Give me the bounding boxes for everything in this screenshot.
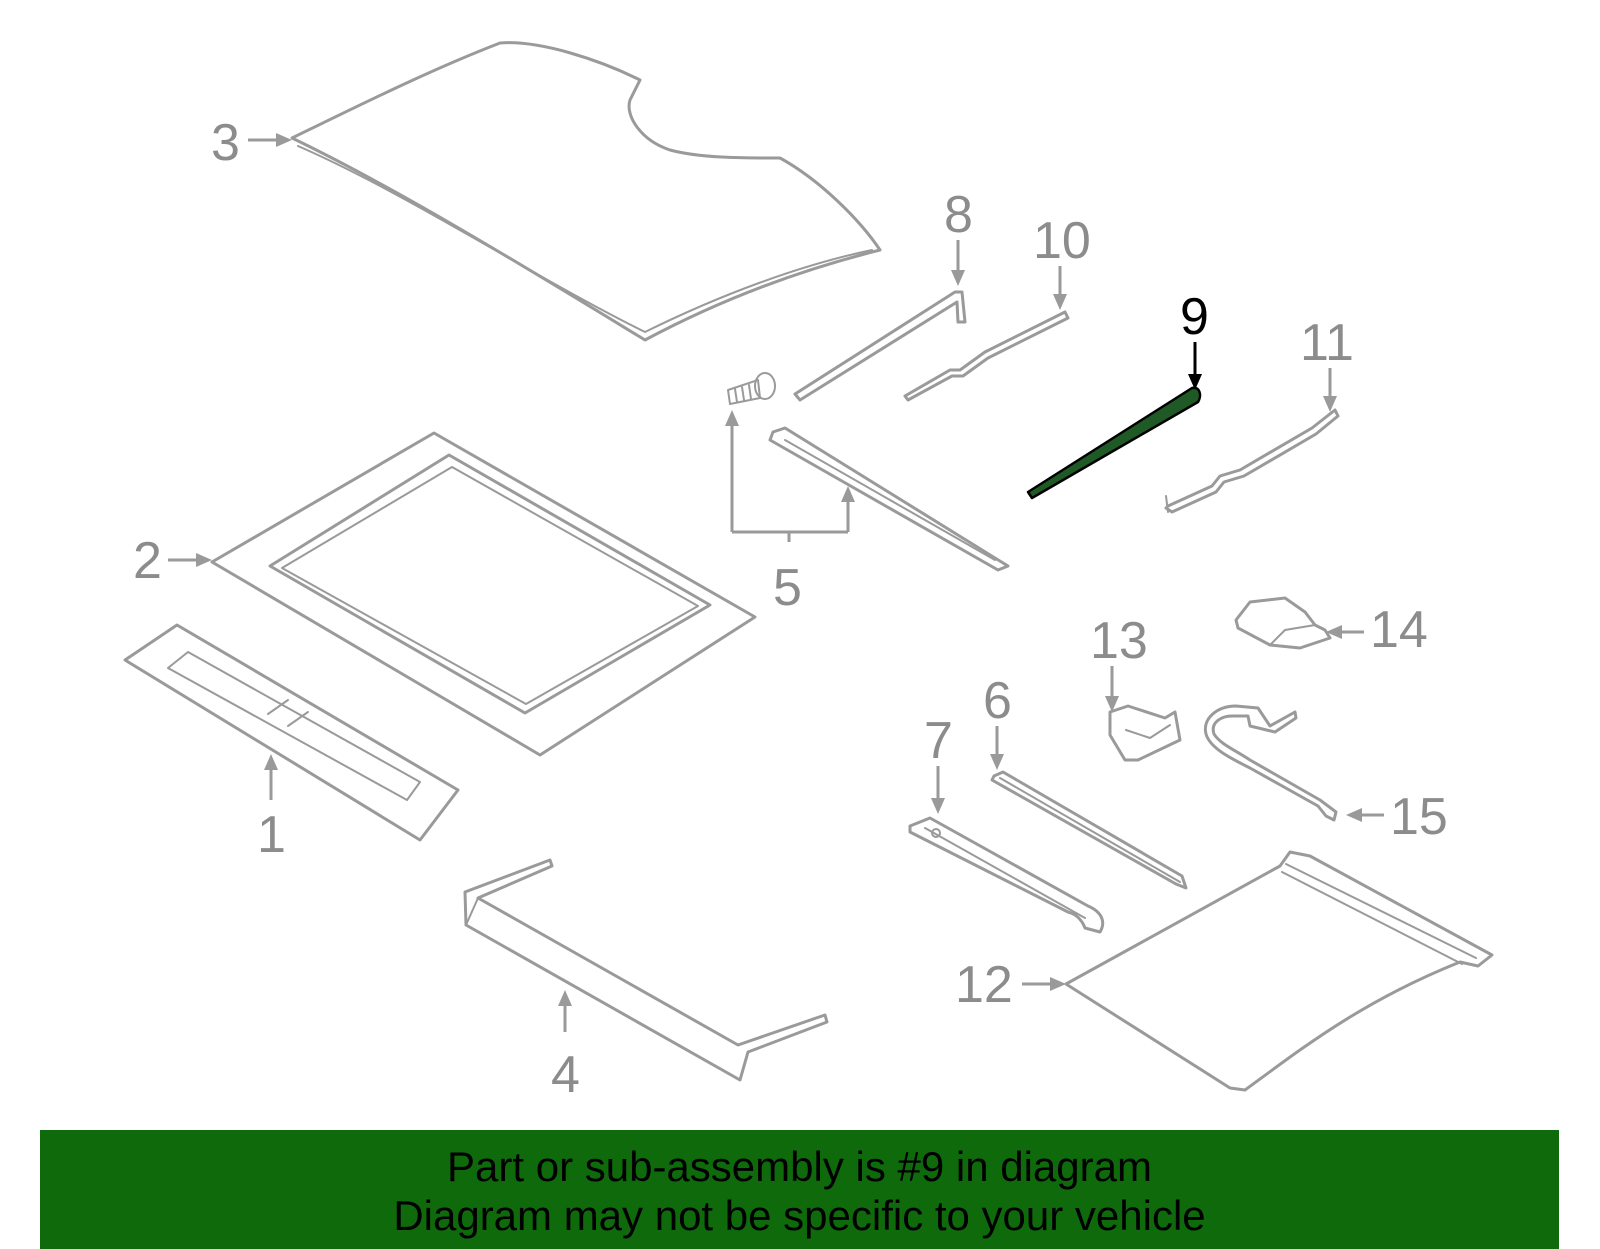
- callout-15: 15: [1346, 788, 1448, 846]
- callout-6: 6: [983, 672, 1012, 770]
- callout-8-label: 8: [944, 186, 973, 244]
- part-13-bracket: [1108, 704, 1182, 762]
- callout-14: 14: [1326, 601, 1428, 659]
- part-5-bolt: [727, 372, 776, 405]
- callout-2: 2: [133, 532, 212, 590]
- callout-14-label: 14: [1370, 601, 1428, 659]
- callout-5: 5: [725, 410, 855, 617]
- part-11-rail: [1164, 408, 1340, 514]
- callout-1-label: 1: [257, 806, 286, 864]
- callout-11: 11: [1300, 314, 1354, 412]
- callout-1: 1: [257, 754, 286, 864]
- callout-7-label: 7: [924, 712, 953, 770]
- callout-13-label: 13: [1090, 612, 1148, 670]
- callout-9: 9: [1180, 288, 1209, 390]
- callout-3: 3: [211, 114, 292, 172]
- banner-line-1: Part or sub-assembly is #9 in diagram: [447, 1143, 1152, 1190]
- part-3-roof-panel: [290, 41, 882, 342]
- part-15-cable: [1203, 704, 1338, 822]
- part-6-guide: [990, 770, 1188, 890]
- callout-6-label: 6: [983, 672, 1012, 730]
- part-9-weatherstrip: [1026, 386, 1202, 500]
- part-8-seal: [793, 290, 967, 402]
- callout-13: 13: [1090, 612, 1148, 712]
- callout-4-label: 4: [551, 1046, 580, 1104]
- callout-4: 4: [551, 990, 580, 1104]
- callout-10: 10: [1033, 212, 1091, 310]
- callout-11-label: 11: [1300, 314, 1354, 372]
- part-12-sunshade: [1064, 850, 1494, 1092]
- callout-9-label: 9: [1180, 288, 1209, 346]
- part-2-roof-frame: [210, 431, 757, 757]
- callout-2-label: 2: [133, 532, 162, 590]
- info-banner: Part or sub-assembly is #9 in diagram Di…: [40, 1130, 1559, 1249]
- callout-12-label: 12: [955, 956, 1013, 1014]
- part-14-motor: [1234, 596, 1332, 650]
- part-1-headliner: [123, 623, 460, 842]
- callout-10-label: 10: [1033, 212, 1091, 270]
- callout-12: 12: [955, 956, 1066, 1014]
- callout-7: 7: [924, 712, 953, 814]
- callout-5-label: 5: [773, 559, 802, 617]
- part-7-guide: [908, 816, 1105, 934]
- callout-15-label: 15: [1390, 788, 1448, 846]
- banner-line-2: Diagram may not be specific to your vehi…: [393, 1192, 1206, 1239]
- callout-3-label: 3: [211, 114, 240, 172]
- part-10-rail: [903, 310, 1070, 402]
- part-5-front-rail: [768, 426, 1010, 572]
- callout-8: 8: [944, 186, 973, 286]
- part-4-rear-trim: [463, 858, 829, 1082]
